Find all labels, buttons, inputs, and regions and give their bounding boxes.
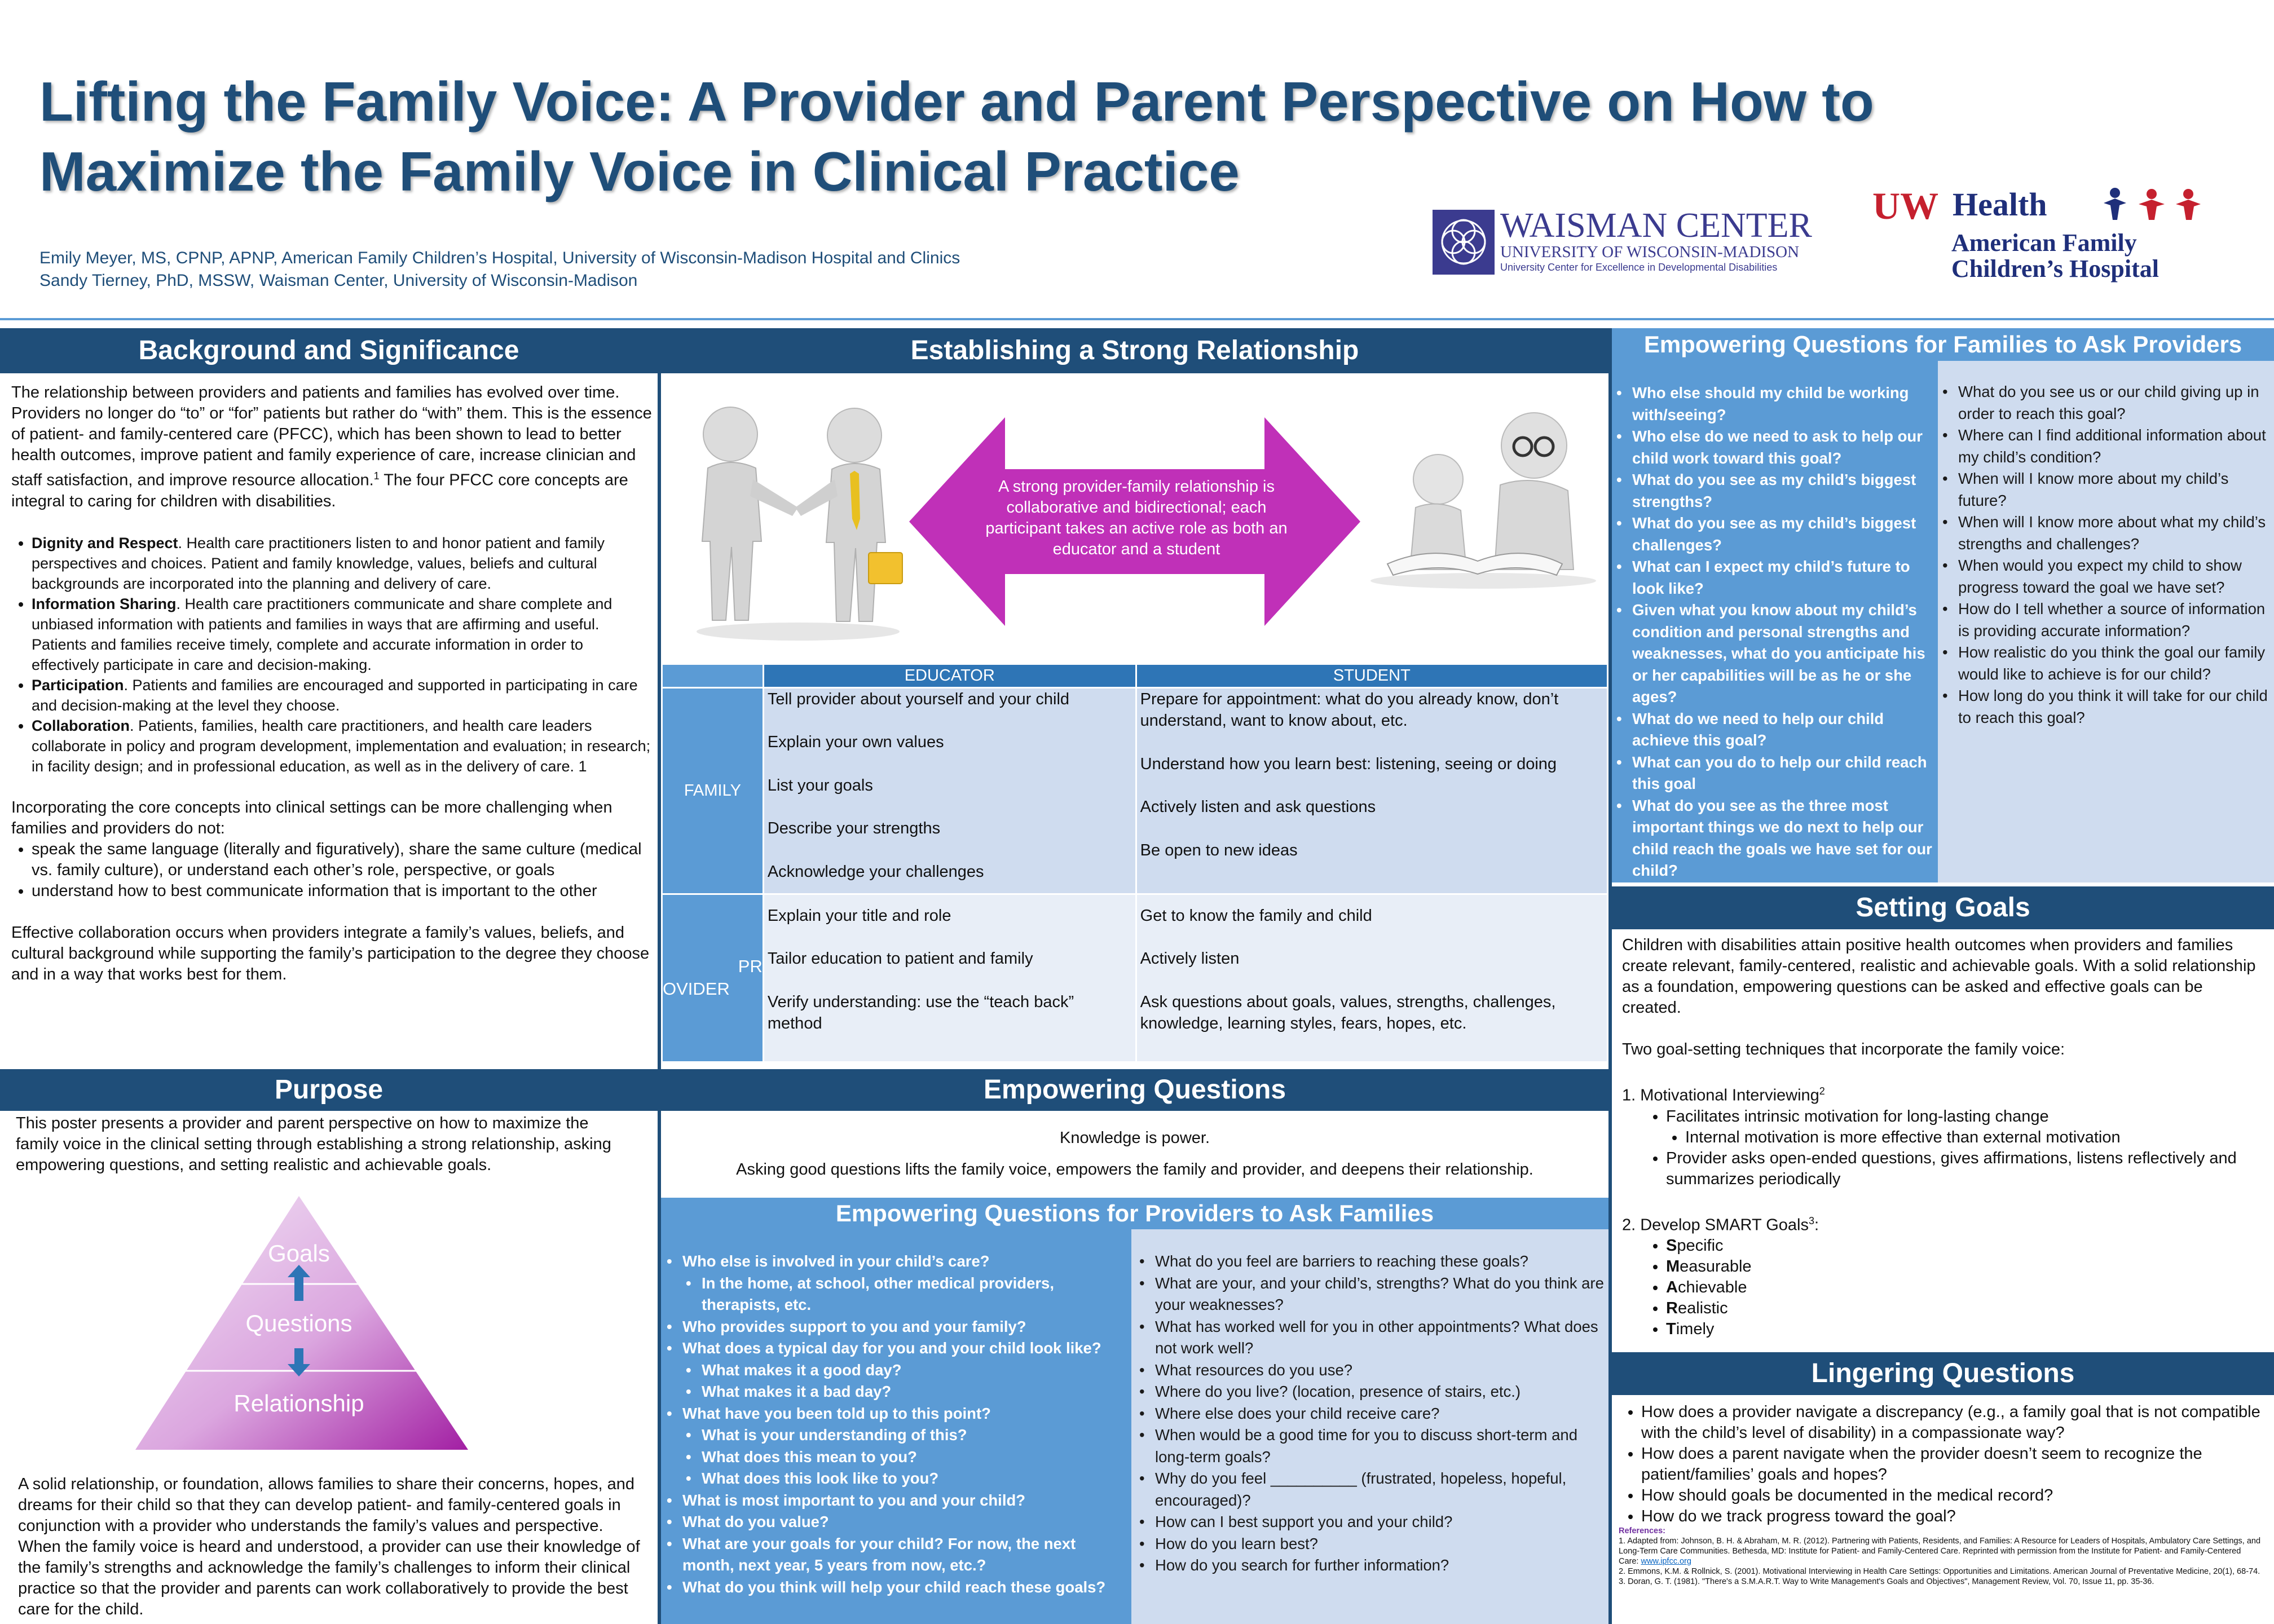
setting-goals-heading: Setting Goals — [1612, 886, 2274, 929]
motivational-interviewing: 1. Motivational Interviewing2 — [1622, 1085, 1825, 1105]
family-questions-right: What do you see us or our child giving u… — [1938, 361, 2274, 882]
concept-item: Collaboration. Patients, families, healt… — [32, 716, 654, 776]
column-divider — [658, 328, 661, 1624]
family-educator-cell: Tell provider about yourself and your ch… — [762, 686, 1137, 895]
background-heading: Background and Significance — [0, 328, 658, 373]
goals-pyramid-diagram: Goals Questions Relationship — [135, 1196, 468, 1450]
provider-questions-left: Who else is involved in your child’s car… — [661, 1229, 1131, 1624]
pyramid-label-questions: Questions — [245, 1310, 352, 1336]
glasses-icon — [1512, 436, 1533, 457]
arrow-down-icon — [288, 1364, 310, 1376]
author-list: Emily Meyer, MS, CPNP, APNP, American Fa… — [39, 249, 960, 290]
providers-questions-heading: Empowering Questions for Providers to As… — [661, 1198, 1608, 1229]
references: References: 1. Adapted from: Johnson, B.… — [1619, 1526, 2261, 1586]
pyramid-label-relationship: Relationship — [233, 1390, 364, 1416]
pyramid-label-goals: Goals — [268, 1240, 330, 1266]
pyramid-shape — [135, 1196, 468, 1450]
header-rule — [0, 318, 2274, 320]
purpose-text: This poster presents a provider and pare… — [16, 1114, 611, 1174]
smart-list: Specific Measurable Achievable Realistic… — [1622, 1235, 2265, 1340]
arrow-up-icon — [288, 1265, 310, 1277]
row-header-family: FAMILY — [661, 686, 764, 895]
challenge-list: speak the same language (literally and f… — [11, 839, 654, 902]
arrow-caption: A strong provider-family relationship is… — [985, 478, 1288, 558]
knowledge-text: Knowledge is power. — [1060, 1129, 1210, 1147]
concept-item: Information Sharing. Health care practit… — [32, 594, 654, 675]
challenge-text: Incorporating the core concepts into cli… — [11, 798, 612, 837]
educator-student-table: EDUCATOR STUDENT FAMILY Tell provider ab… — [661, 663, 1609, 1063]
concept-item: Dignity and Respect. Health care practit… — [32, 533, 654, 594]
handshake-figures-image — [697, 407, 903, 641]
collaboration-text: Effective collaboration occurs when prov… — [11, 923, 650, 983]
waisman-logo: WAISMAN CENTER UNIVERSITY OF WISCONSIN-M… — [1433, 208, 1827, 281]
purpose-heading: Purpose — [0, 1069, 658, 1111]
background-section: The relationship between providers and p… — [11, 382, 654, 985]
reference-3: 3. Doran, G. T. (1981). "There's a S.M.A… — [1619, 1577, 2154, 1586]
family-questions-left: Who else should my child be working with… — [1612, 361, 1938, 882]
reference-1: 1. Adapted from: Johnson, B. H. & Abraha… — [1619, 1537, 2261, 1566]
relationship-heading: Establishing a Strong Relationship — [661, 328, 1608, 373]
briefcase-icon — [868, 552, 903, 584]
book-icon — [1386, 553, 1563, 576]
reference-2: 2. Emmons, K.M. & Rollnick, S. (2001). M… — [1619, 1567, 2260, 1576]
family-figures-icon — [2104, 188, 2201, 220]
setting-goals-section: Children with disabilities attain positi… — [1622, 935, 2265, 1340]
waisman-seal-icon — [1433, 210, 1495, 275]
provider-student-cell: Get to know the family and child Activel… — [1135, 893, 1609, 1063]
column-header-educator: EDUCATOR — [762, 663, 1137, 689]
lingering-heading: Lingering Questions — [1612, 1352, 2274, 1395]
smart-goals: 2. Develop SMART Goals3: — [1622, 1215, 1819, 1234]
purpose-foundation-text: A solid relationship, or foundation, all… — [18, 1475, 640, 1618]
empowering-heading: Empowering Questions — [661, 1069, 1608, 1111]
lingering-section: How does a provider navigate a discrepan… — [1622, 1402, 2271, 1527]
column-divider — [1608, 328, 1612, 1624]
poster-title: Lifting the Family Voice: A Provider and… — [39, 70, 1874, 202]
pfcc-concepts-list: Dignity and Respect. Health care practit… — [11, 533, 654, 776]
uw-health-logo: UW Health American Family Children’s Hos… — [1872, 180, 2233, 288]
family-student-cell: Prepare for appointment: what do you alr… — [1135, 686, 1609, 895]
asking-questions-text: Asking good questions lifts the family v… — [736, 1160, 1533, 1179]
column-header-student: STUDENT — [1135, 663, 1609, 689]
bidirectional-arrow — [909, 417, 1360, 626]
background-intro: The relationship between providers and p… — [11, 383, 652, 510]
concept-item: Participation. Patients and families are… — [32, 675, 654, 716]
families-questions-heading: Empowering Questions for Families to Ask… — [1612, 328, 2274, 361]
ipfcc-link[interactable]: www.ipfcc.org — [1641, 1557, 1691, 1566]
provider-questions-right: What do you feel are barriers to reachin… — [1131, 1229, 1608, 1624]
provider-educator-cell: Explain your title and role Tailor educa… — [762, 893, 1137, 1063]
reading-figures-image — [1370, 412, 1596, 589]
